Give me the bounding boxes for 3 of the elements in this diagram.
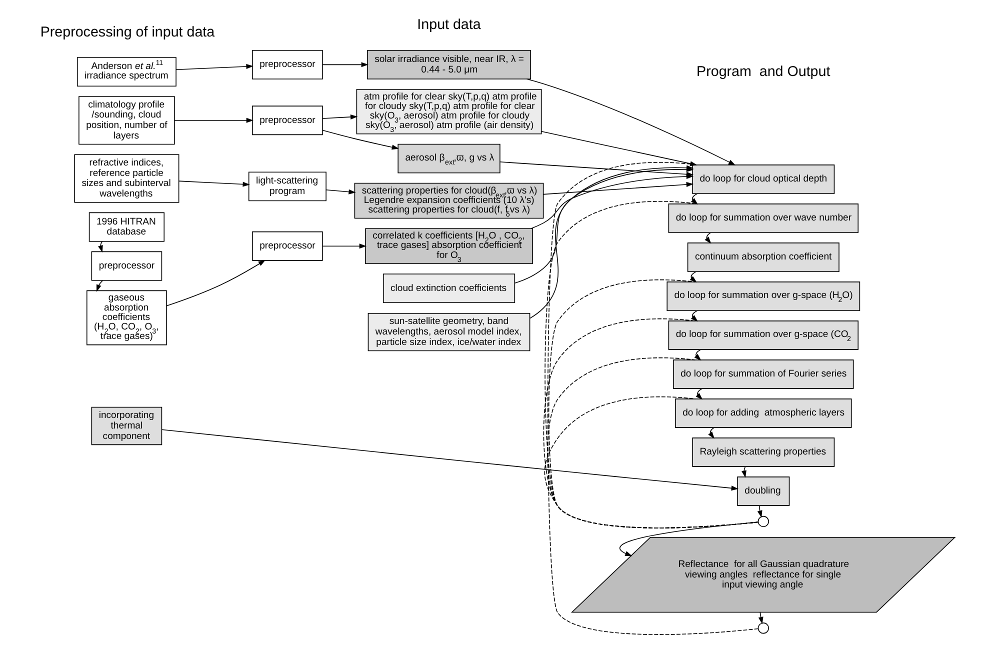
label: Preprocessing of input data [40,24,215,40]
label: Input data [417,17,481,34]
label: Program and Output [696,64,830,80]
